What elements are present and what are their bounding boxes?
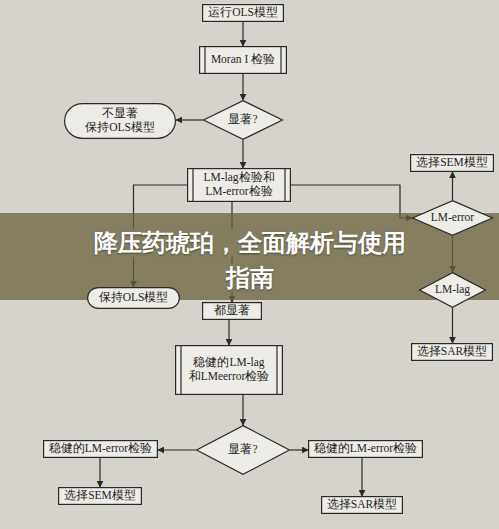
side-bar [192, 169, 193, 202]
node-label: Moran I 检验 [211, 53, 275, 67]
side-bar [204, 47, 205, 74]
process-box: 稳健的LM-error检验 [308, 440, 423, 458]
node-text: LM-lag [435, 283, 470, 297]
process-box: 稳健的LM-error检验 [43, 440, 158, 458]
node-text: 选择SAR模型 [417, 345, 487, 359]
node-shape [200, 47, 287, 74]
node-text: 运行OLS模型 [208, 6, 278, 20]
node-text: 稳健的LM-error检验 [49, 442, 152, 456]
node-text: 显著? [228, 113, 257, 127]
process-box: 选择SAR模型 [321, 496, 403, 514]
flow-arrow [158, 449, 196, 450]
node-label: 选择SEM模型 [416, 156, 488, 170]
node-shape [197, 426, 290, 475]
flow-arrow [99, 458, 100, 487]
banner-title: 降压药琥珀，全面解析与使用指南 [90, 226, 410, 296]
node-shape [309, 441, 423, 458]
banner-title-text: 降压药琥珀，全面解析与使用指南 [94, 229, 406, 292]
side-bar [276, 346, 277, 395]
node-label: 选择SAR模型 [417, 345, 487, 359]
node-label: 都显著 [214, 304, 250, 318]
node-text: LM-error [431, 211, 474, 225]
node-text: LM-lag检验和 LM-error检验 [199, 171, 279, 199]
flow-arrow [361, 458, 362, 496]
node-shape [44, 441, 158, 458]
side-bar [284, 169, 285, 202]
node-label: 稳健的LM-error检验 [314, 442, 417, 456]
node-label: 选择SAR模型 [327, 498, 397, 512]
predefined-process-box: Moran I 检验 [199, 46, 287, 74]
node-label: 稳健的LM-lag 和LMeerror检验 [187, 356, 271, 384]
node-label: 选择SEM模型 [64, 489, 136, 503]
node-label: 稳健的LM-error检验 [49, 442, 152, 456]
node-label: 运行OLS模型 [208, 6, 278, 20]
node-shape [411, 155, 494, 172]
process-box: 运行OLS模型 [202, 4, 284, 22]
node-shape [420, 273, 486, 308]
flow-arrow [452, 172, 453, 200]
flow-arrow [452, 308, 453, 343]
node-shape [88, 288, 180, 309]
decision-diamond: LM-lag [419, 272, 486, 308]
node-shape [413, 201, 493, 236]
node-label: LM-error [431, 211, 474, 225]
node-shape [412, 344, 493, 361]
node-shape [176, 346, 283, 395]
node-text: 稳健的LM-lag 和LMeerror检验 [187, 356, 271, 384]
node-label: LM-lag [435, 283, 470, 297]
decision-diamond: 显著? [196, 425, 290, 475]
node-shape [203, 303, 262, 320]
node-text: 稳健的LM-error检验 [314, 442, 417, 456]
process-box: 选择SEM模型 [58, 487, 142, 505]
node-label: LM-lag检验和 LM-error检验 [199, 171, 279, 199]
flow-arrow [242, 74, 243, 100]
predefined-process-box: LM-lag检验和 LM-error检验 [187, 168, 291, 202]
node-shape [65, 104, 176, 139]
node-shape [188, 169, 291, 202]
flow-arrow [228, 320, 229, 345]
process-box: 选择SAR模型 [411, 343, 493, 361]
flow-arrow [242, 22, 243, 46]
decision-diamond: LM-error [412, 200, 493, 236]
predefined-process-box: 稳健的LM-lag 和LMeerror检验 [175, 345, 283, 395]
node-text: 保持OLS模型 [99, 291, 169, 305]
process-box: 都显著 [202, 302, 262, 320]
side-bar [280, 47, 281, 74]
node-shape [204, 101, 283, 140]
process-box: 选择SEM模型 [410, 154, 494, 172]
node-label: 不显著 保持OLS模型 [80, 107, 160, 135]
node-text: 选择SEM模型 [64, 489, 136, 503]
node-text: Moran I 检验 [211, 53, 275, 67]
node-shape [59, 488, 142, 505]
terminal-box: 不显著 保持OLS模型 [64, 103, 176, 139]
flow-arrow [176, 119, 203, 120]
node-text: 不显著 保持OLS模型 [80, 107, 160, 135]
node-label: 显著? [228, 113, 257, 127]
node-shape [322, 497, 403, 514]
node-text: 选择SAR模型 [327, 498, 397, 512]
terminal-box: 保持OLS模型 [87, 287, 180, 309]
node-shape [203, 5, 284, 22]
flow-arrow [290, 449, 308, 450]
flow-arrow [242, 395, 243, 425]
side-bar [180, 346, 181, 395]
flow-arrow [242, 140, 243, 168]
node-label: 保持OLS模型 [99, 291, 169, 305]
node-text: 都显著 [214, 304, 250, 318]
node-text: 显著? [228, 443, 257, 457]
node-text: 选择SEM模型 [416, 156, 488, 170]
node-label: 显著? [228, 443, 257, 457]
decision-diamond: 显著? [203, 100, 283, 140]
